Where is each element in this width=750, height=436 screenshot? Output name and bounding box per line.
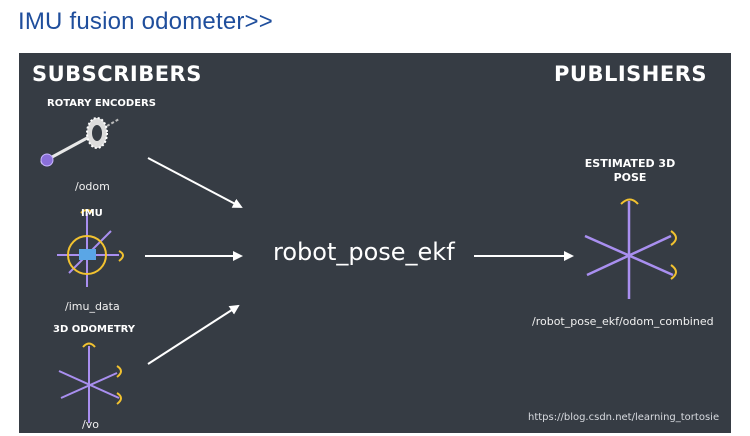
rotary-encoders-label: ROTARY ENCODERS xyxy=(47,98,156,109)
imu-label: IMU xyxy=(81,208,103,219)
rotary-encoder-icon xyxy=(40,117,120,167)
arrow-encoders-to-node xyxy=(147,157,243,208)
3d-odometry-label: 3D ODOMETRY xyxy=(53,324,136,335)
estimated-pose-label-line2: POSE xyxy=(613,171,647,184)
imu-data-topic: /imu_data xyxy=(65,300,120,313)
estimated-pose-icon xyxy=(584,198,677,299)
subscribers-heading: SUBSCRIBERS xyxy=(32,62,202,86)
odom-combined-topic: /robot_pose_ekf/odom_combined xyxy=(532,315,714,328)
publishers-heading: PUBLISHERS xyxy=(554,62,707,86)
diagram-graphics xyxy=(40,117,677,423)
odom-topic: /odom xyxy=(75,180,110,193)
arrow-vo-to-node xyxy=(147,304,240,365)
page-title: IMU fusion odometer>> xyxy=(18,8,273,35)
ros-diagram-panel: SUBSCRIBERS PUBLISHERS ROTARY ENCODERS /… xyxy=(19,53,731,433)
watermark: https://blog.csdn.net/learning_tortosie xyxy=(528,412,720,423)
ekf-node-label: robot_pose_ekf xyxy=(273,238,455,266)
imu-icon xyxy=(57,209,124,287)
estimated-pose-label-line1: ESTIMATED 3D xyxy=(584,157,676,170)
3d-odometry-icon xyxy=(58,342,122,423)
vo-topic: /vo xyxy=(82,418,99,431)
